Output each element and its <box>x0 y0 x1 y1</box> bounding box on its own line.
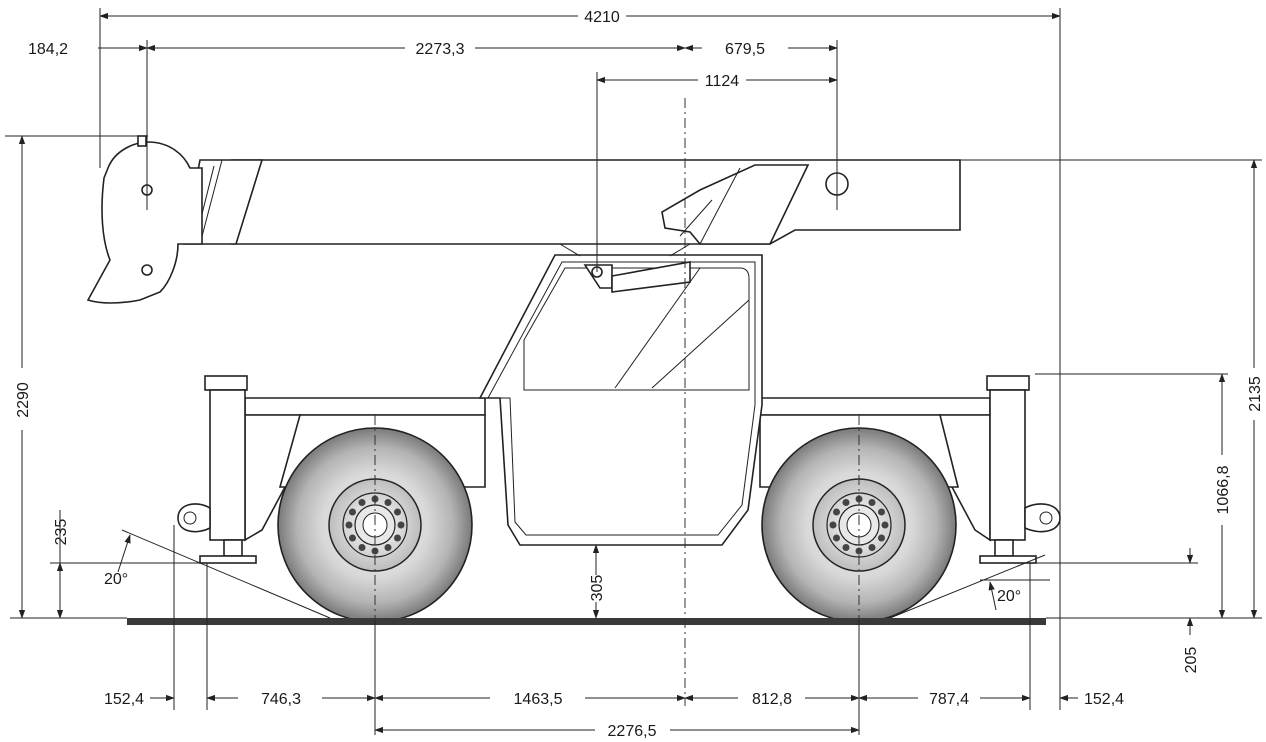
boom-head <box>86 141 203 304</box>
dim-front-axle-to-outrigger: 787,4 <box>929 691 969 708</box>
crane-body <box>86 135 1061 623</box>
ground-line <box>127 618 1046 625</box>
chassis-frame <box>244 397 486 416</box>
boom <box>231 159 961 245</box>
dim-wheelbase: 2276,5 <box>608 723 657 740</box>
dim-rear-axle-to-center: 1463,5 <box>514 691 563 708</box>
cab <box>478 254 763 546</box>
extension-lines <box>5 8 1262 735</box>
dim-overall-length: 4210 <box>584 9 620 26</box>
dim-center-to-boom-pin: 679,5 <box>725 41 765 58</box>
dim-departure-angle: 20° <box>997 588 1021 605</box>
dim-outrigger-height: 1066,8 <box>1215 465 1232 514</box>
dim-boom-top-height: 2135 <box>1247 376 1264 412</box>
dim-ground-clearance: 305 <box>589 575 606 602</box>
dim-boom-to-center: 2273,3 <box>416 41 465 58</box>
dim-center-to-front-axle: 812,8 <box>752 691 792 708</box>
outrigger-left <box>177 375 257 564</box>
cab-window <box>523 267 750 391</box>
dim-left-to-rear-axle: 746,3 <box>261 691 301 708</box>
dim-bottom-right-overhang: 152,4 <box>1084 691 1124 708</box>
dim-cab-pin-to-boom-pin: 1124 <box>705 73 740 90</box>
outrigger-right <box>979 375 1061 564</box>
dim-rear-overhang-top: 184,2 <box>28 41 68 58</box>
dim-overall-height: 2290 <box>15 382 32 418</box>
dim-outrigger-pad-height: 205 <box>1183 647 1200 674</box>
dim-approach-angle: 20° <box>104 571 128 588</box>
dimension-labels: 4210 184,2 2273,3 679,5 1124 2290 2135 1… <box>15 9 1264 740</box>
dim-bottom-left-overhang: 152,4 <box>104 691 144 708</box>
dim-bumper-height: 235 <box>53 519 70 546</box>
dimension-lines <box>18 12 1258 734</box>
